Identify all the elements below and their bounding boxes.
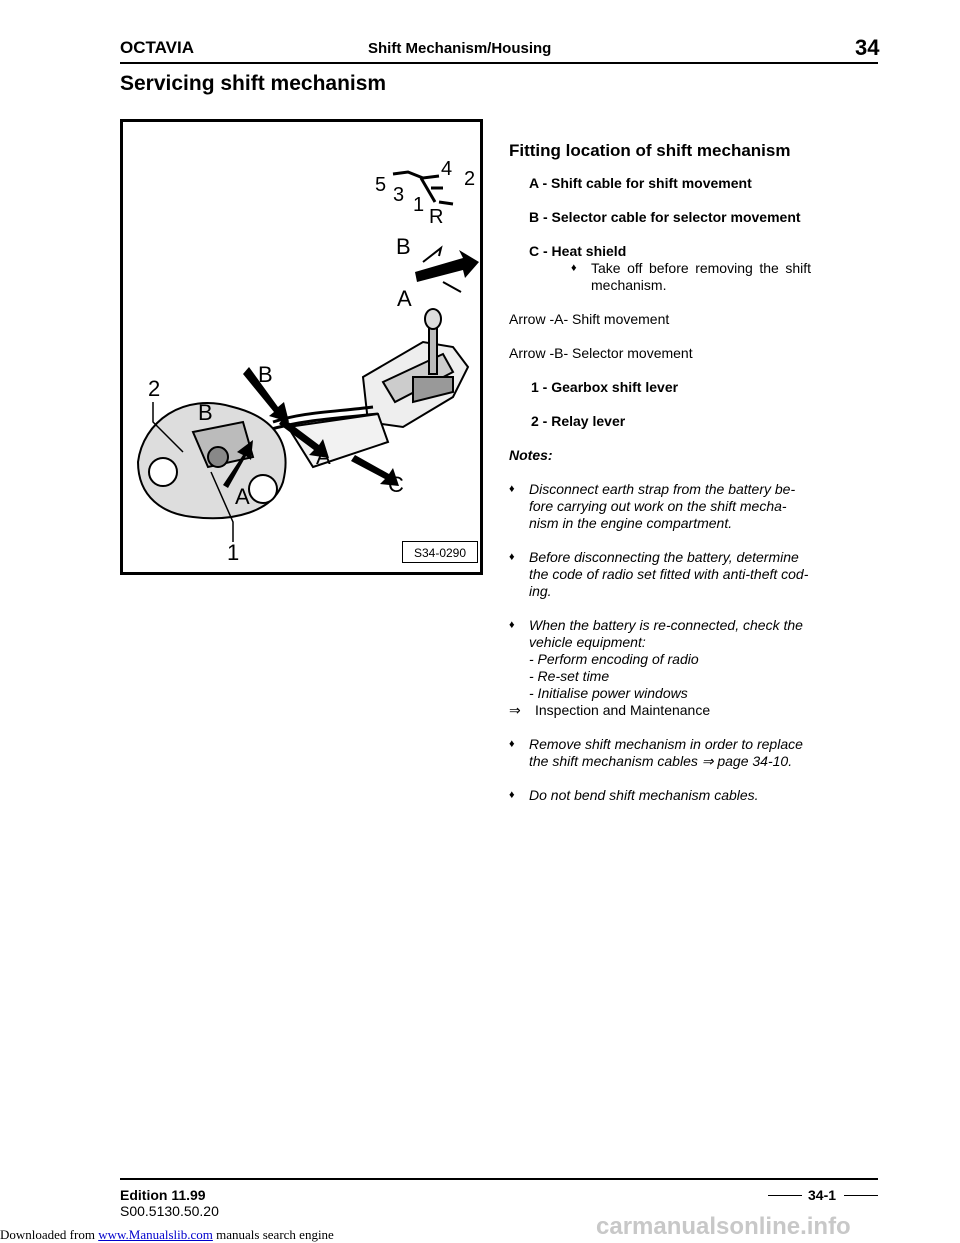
callout-label-c: C (388, 472, 404, 497)
note-item: ♦ Remove shift mechanism in order to rep… (509, 736, 811, 770)
note-item: ♦ Do not bend shift mechanism cables. (509, 787, 811, 804)
part-item-1: 1 - Gearbox shift lever (531, 379, 679, 395)
download-notice-prefix: Downloaded from (0, 1227, 95, 1242)
header-brand: OCTAVIA (120, 38, 194, 57)
cross-reference-arrow-icon: ⇒ (509, 702, 521, 718)
gear-label-1: 1 (413, 194, 425, 216)
page-title: Servicing shift mechanism (120, 72, 387, 95)
callout-label-b-left: B (198, 400, 213, 425)
header-chapter-number: 34 (855, 35, 880, 60)
callout-label-1: 1 (227, 540, 240, 565)
note-text: When the battery is re-connected, check … (529, 617, 803, 650)
cross-reference: ⇒ Inspection and Maintenance (509, 702, 811, 719)
diamond-bullet-icon: ♦ (509, 483, 515, 495)
note-block: When the battery is re-connected, check … (529, 617, 811, 702)
footer-dash (768, 1195, 802, 1196)
cross-reference-link[interactable]: Inspection and Maintenance (535, 702, 711, 718)
download-notice: Downloaded from www.Manualslib.com manua… (0, 1227, 334, 1243)
content-column: Fitting location of shift mechanism A - … (509, 142, 811, 821)
footer-document-code: S00.5130.50.20 (120, 1203, 219, 1219)
arrow-label-b-top: B (396, 234, 411, 259)
shift-mechanism-drawing (136, 170, 479, 542)
note-text: Disconnect earth strap from the battery … (529, 481, 796, 531)
notes-heading: Notes: (509, 447, 553, 463)
figure-code: S34-0290 (402, 541, 478, 563)
note-item: ♦ When the battery is re-connected, chec… (509, 617, 811, 719)
legend-item-a: A - Shift cable for shift movement (529, 175, 752, 191)
callout-label-a-mid: A (316, 444, 331, 469)
legend-item-c: C - Heat shield ♦ Take off before removi… (529, 243, 811, 294)
gear-label-5: 5 (375, 174, 387, 196)
diamond-bullet-icon: ♦ (571, 262, 577, 274)
gear-label-4: 4 (441, 158, 453, 180)
note-text: Remove shift mechanism in order to repla… (529, 736, 803, 769)
note-item: ♦ Disconnect earth strap from the batter… (509, 481, 811, 532)
arrow-b-description: Arrow -B- Selector movement (509, 345, 693, 361)
note-item: ♦ Before disconnecting the battery, dete… (509, 549, 811, 600)
note-line: - Perform encoding of radio (529, 651, 699, 667)
callout-label-a-low: A (235, 484, 250, 509)
diamond-bullet-icon: ♦ (509, 789, 515, 801)
watermark: carmanualsonline.info (596, 1213, 851, 1240)
diamond-bullet-icon: ♦ (509, 551, 515, 563)
diamond-bullet-icon: ♦ (509, 619, 515, 631)
footer-page-number: 34-1 (808, 1187, 837, 1203)
header-rule (120, 62, 878, 64)
footer-rule (120, 1178, 878, 1180)
shift-mechanism-figure: 5 3 1 4 2 R B A 2 B B A A C 1 S34-0290 (120, 119, 483, 575)
note-line: - Re-set time (529, 668, 610, 684)
arrow-label-a-top: A (397, 286, 412, 311)
footer-dash (844, 1195, 878, 1196)
legend-item-c-sub: ♦ Take off before removing the shift mec… (571, 260, 811, 294)
gear-label-r: R (429, 206, 444, 228)
callout-label-2: 2 (148, 376, 161, 401)
download-notice-suffix: manuals search engine (216, 1227, 334, 1242)
legend-item-c-key: C - Heat shield (529, 243, 627, 259)
gear-label-2: 2 (464, 168, 476, 190)
note-text: Do not bend shift mechanism cables. (529, 787, 759, 803)
note-line: - Initialise power windows (529, 685, 688, 701)
arrow-a-description: Arrow -A- Shift movement (509, 311, 670, 327)
note-text: Before disconnecting the battery, determ… (529, 549, 809, 599)
callout-label-b-mid: B (258, 362, 273, 387)
legend-item-c-subtext: Take off before removing the shift mecha… (591, 260, 811, 293)
manualslib-link[interactable]: www.Manualslib.com (98, 1227, 213, 1242)
section-heading: Fitting location of shift mechanism (509, 141, 791, 160)
footer-edition: Edition 11.99 (120, 1187, 206, 1203)
diamond-bullet-icon: ♦ (509, 738, 515, 750)
legend-item-b: B - Selector cable for selector movement (529, 209, 801, 225)
part-item-2: 2 - Relay lever (531, 413, 626, 429)
gear-label-3: 3 (393, 184, 405, 206)
header-section-title: Shift Mechanism/Housing (368, 40, 552, 57)
